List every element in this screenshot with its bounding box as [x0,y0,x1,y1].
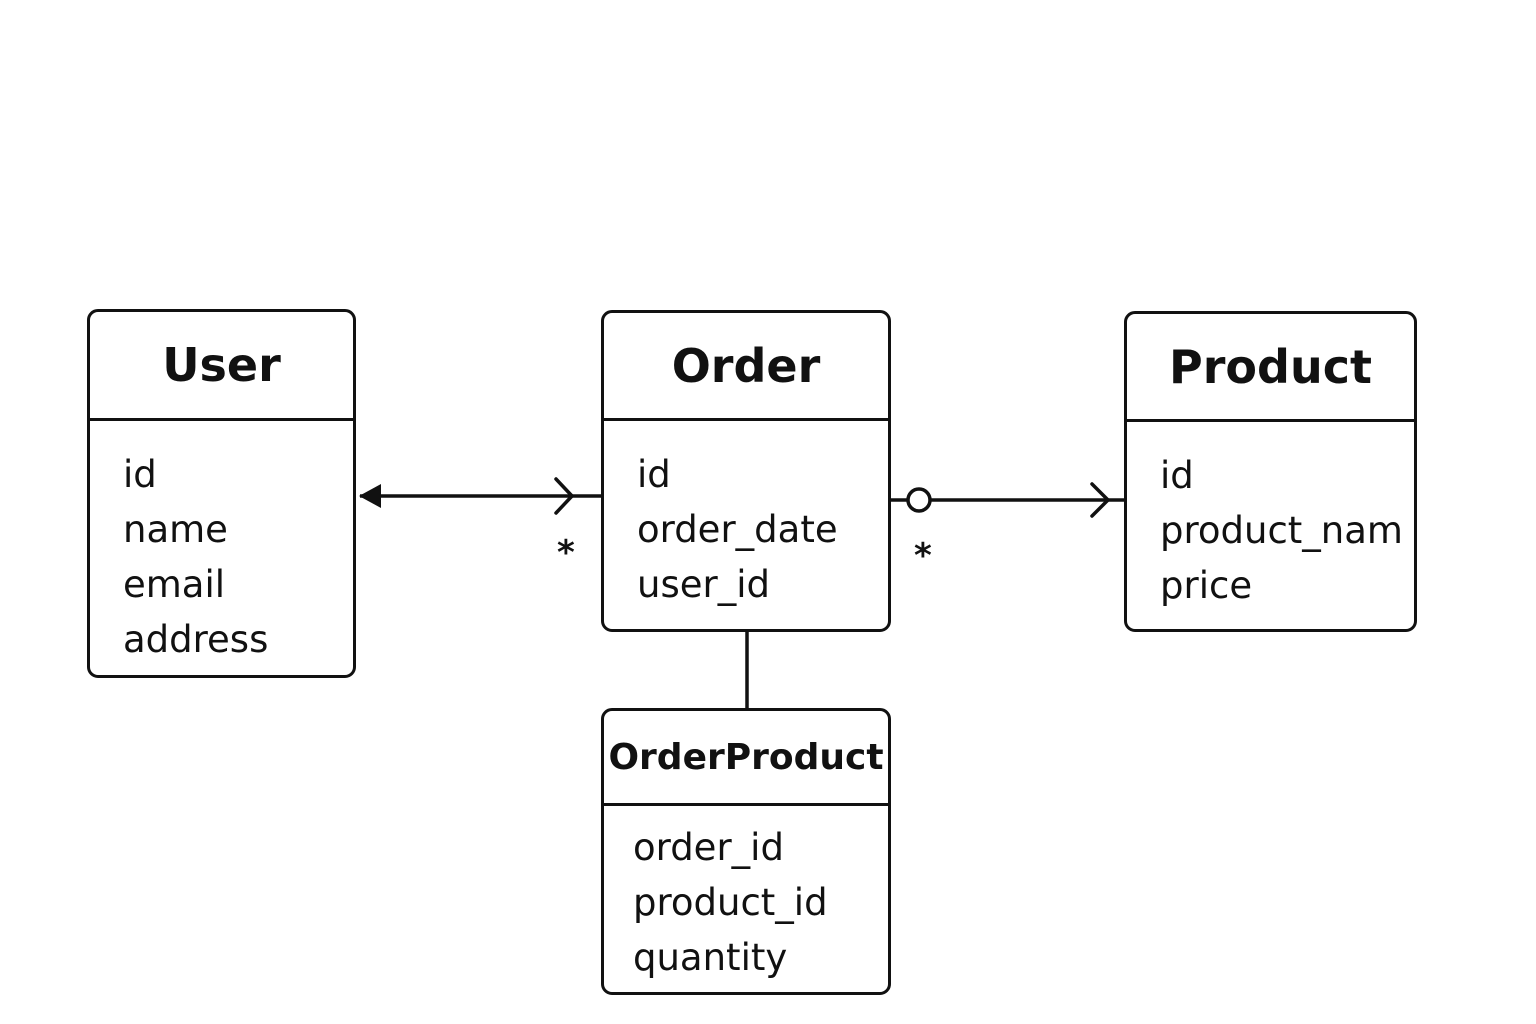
entity-title-order: Order [604,313,888,421]
field-user-name: name [123,508,228,551]
field-orderproduct-order-id: order_id [633,826,784,869]
user-side-arrowhead [359,484,381,508]
field-product-price: price [1160,564,1253,607]
entity-fields-user: id name email address [90,421,353,667]
entity-title-product: Product [1127,314,1414,422]
entity-title-orderproduct: OrderProduct [604,711,888,806]
field-user-id: id [123,453,157,496]
product-side-open-arrowhead [1090,482,1110,518]
entity-user[interactable]: User id name email address [87,309,356,678]
optional-circle-marker [906,487,932,513]
entity-product[interactable]: Product id product_nam price [1124,311,1417,632]
field-orderproduct-quantity: quantity [633,936,788,979]
entity-order[interactable]: Order id order_date user_id [601,310,891,632]
field-order-user-id: user_id [637,563,770,606]
entity-fields-product: id product_nam price [1127,422,1414,613]
field-order-date: order_date [637,508,838,551]
field-orderproduct-product-id: product_id [633,881,828,924]
entity-title-user: User [90,312,353,421]
entity-fields-order: id order_date user_id [604,421,888,612]
field-order-id: id [637,453,671,496]
field-product-id: id [1160,454,1194,497]
entity-orderproduct[interactable]: OrderProduct order_id product_id quantit… [601,708,891,995]
multiplicity-user-order: * [557,533,575,573]
field-product-name: product_nam [1160,509,1403,552]
order-side-open-arrowhead [554,477,574,515]
multiplicity-order-product: * [914,536,932,576]
entity-fields-orderproduct: order_id product_id quantity [604,806,888,985]
field-user-email: email [123,563,226,606]
field-user-address: address [123,618,269,661]
